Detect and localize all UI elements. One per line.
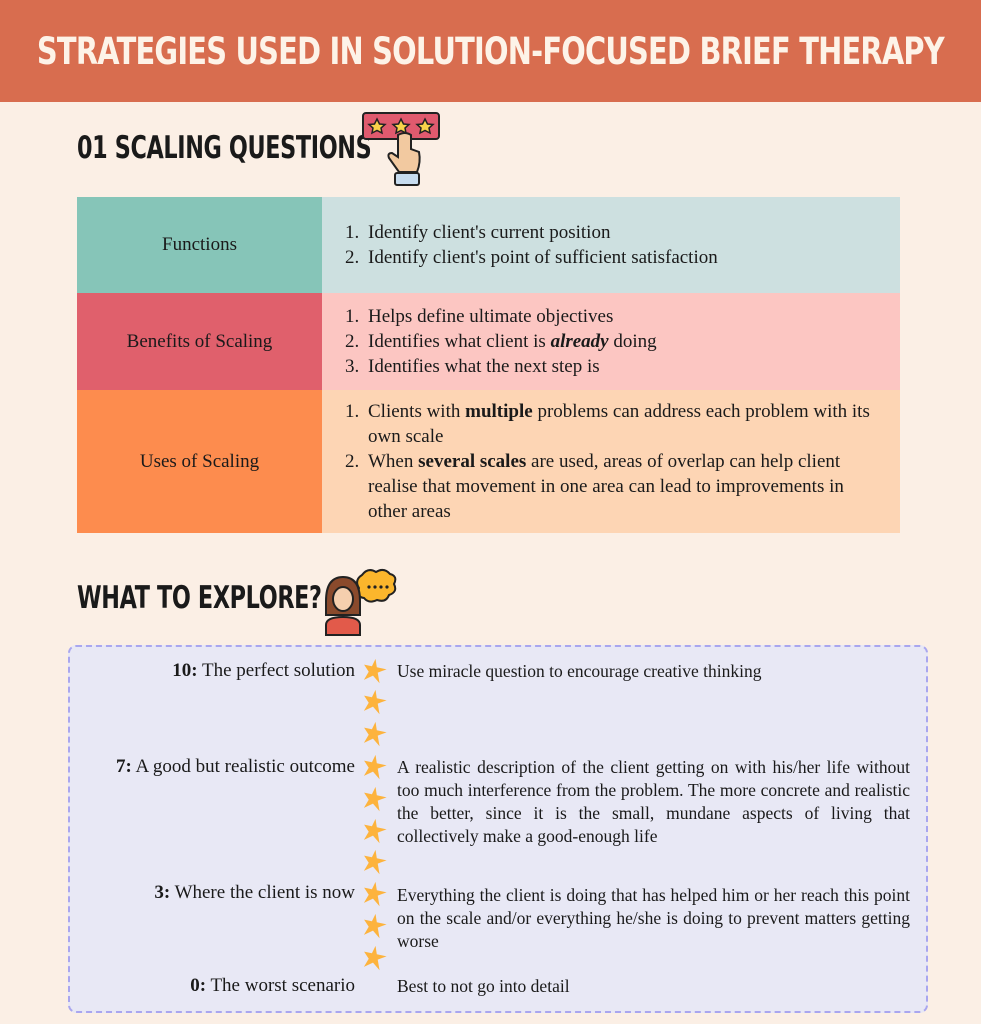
scaling-table: Functions Identify client's current posi… [77,197,900,533]
table-row-uses: Uses of Scaling Clients with multiple pr… [77,390,900,533]
star-icon [363,881,387,907]
section-heading-scaling: 01 SCALING QUESTIONS [77,130,372,166]
table-row-functions: Functions Identify client's current posi… [77,197,900,293]
star-icon [363,913,387,939]
rating-stars-hand-icon [362,112,440,186]
page-title: STRATEGIES USED IN SOLUTION-FOCUSED BRIE… [37,29,945,73]
row-label: Uses of Scaling [77,390,322,533]
star-icon [363,818,387,844]
scale-label-7: 7: A good but realistic outcome [115,756,355,777]
star-icon [363,786,387,812]
scale-desc-3: Everything the client is doing that has … [397,885,910,951]
star-icon [363,849,387,875]
star-icon [363,721,387,747]
scale-desc-10: Use miracle question to encourage creati… [397,661,762,681]
scale-desc-7: A realistic description of the client ge… [397,757,910,846]
list-item: Helps define ultimate objectives [364,304,870,329]
table-row-benefits: Benefits of Scaling Helps define ultimat… [77,293,900,390]
scale-desc-0: Best to not go into detail [397,976,570,996]
scale-label-10: 10: The perfect solution [172,660,355,681]
section-heading-explore: WHAT TO EXPLORE? [77,580,322,616]
list-item: Identify client's current position [364,220,870,245]
scale-label-0: 0: The worst scenario [190,975,355,996]
list-item: When several scales are used, areas of o… [364,449,870,524]
star-icon [363,689,387,715]
title-banner: STRATEGIES USED IN SOLUTION-FOCUSED BRIE… [0,0,981,102]
scale-label-3: 3: Where the client is now [154,882,355,903]
list-item: Identify client's point of sufficient sa… [364,245,870,270]
thinking-woman-icon [325,568,397,636]
row-label: Functions [77,197,322,293]
list-item: Identifies what client is already doing [364,329,870,354]
star-icon [363,754,387,780]
star-icon [363,945,387,971]
star-icon [363,658,387,684]
explore-panel [68,645,928,1013]
list-item: Clients with multiple problems can addre… [364,399,870,449]
list-item: Identifies what the next step is [364,354,870,379]
row-label: Benefits of Scaling [77,293,322,390]
